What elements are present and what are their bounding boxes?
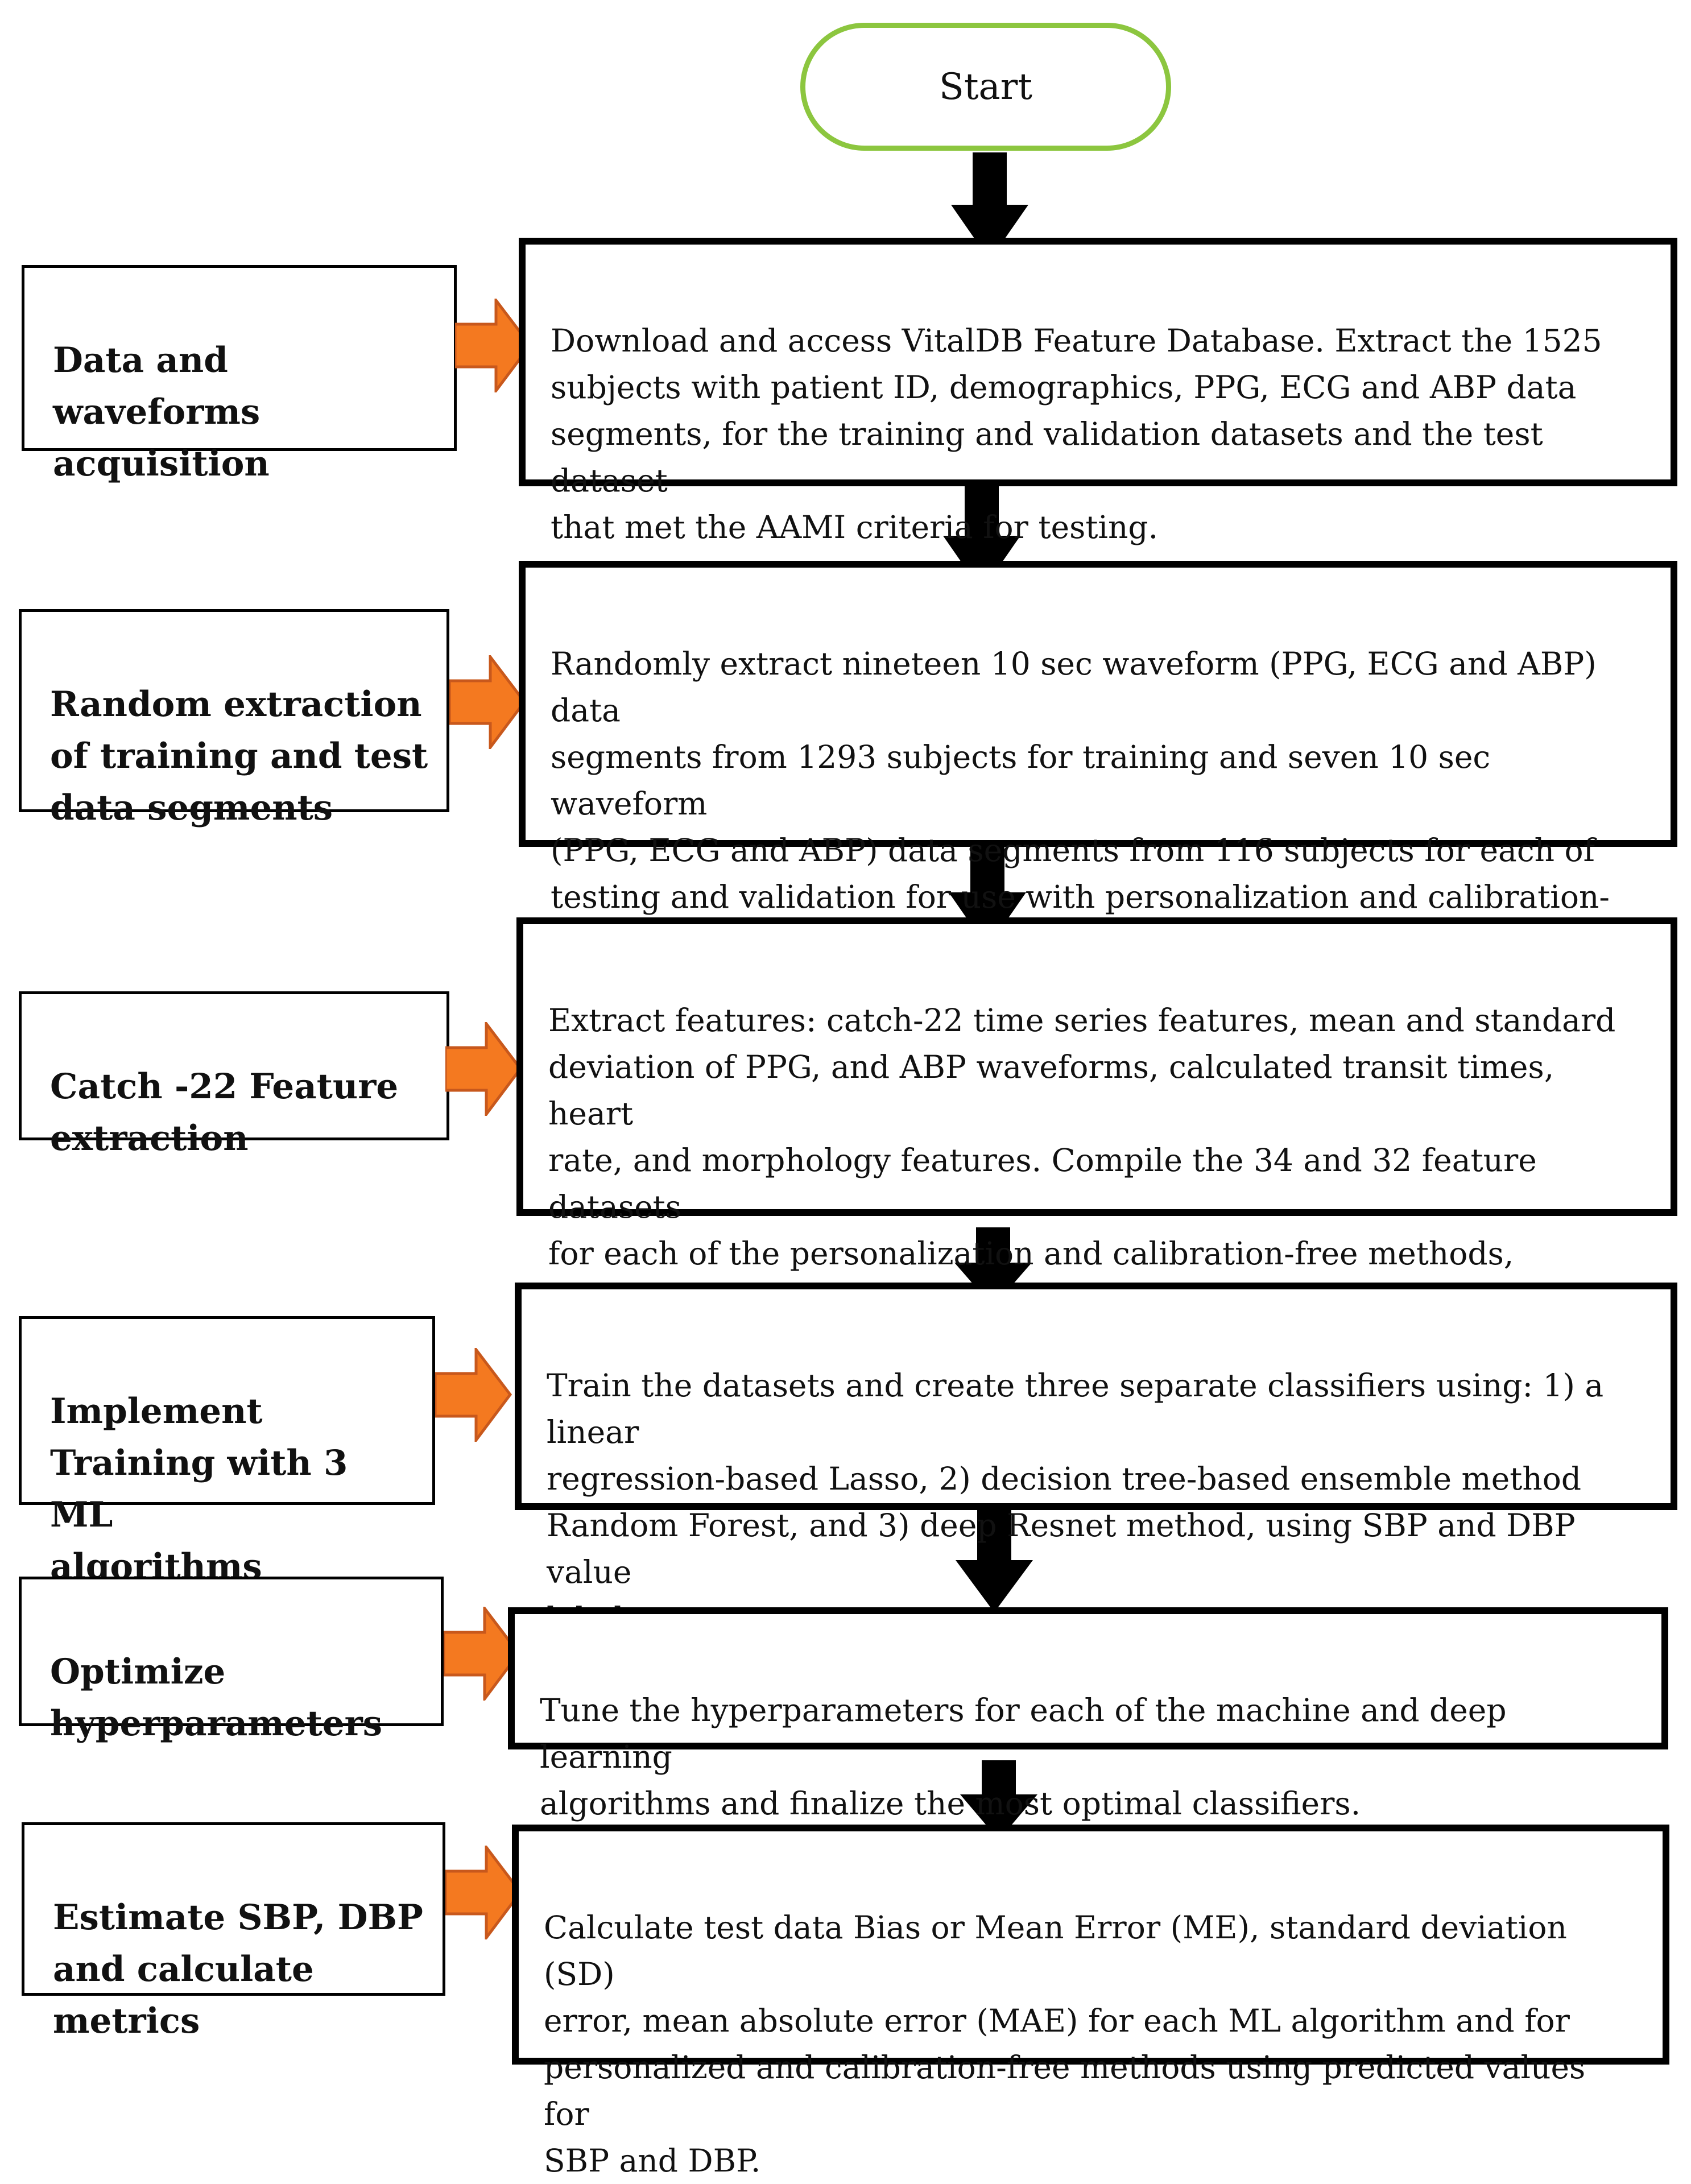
side-arrow-6 (445, 1846, 522, 1939)
step-3-label-box: Catch -22 Feature extraction (19, 991, 449, 1159)
step-4-label: Implement Training with 3 ML algorithms (50, 1391, 348, 1587)
side-arrow-3 (445, 1022, 522, 1116)
step-2-label-box: Random extraction of training and test d… (19, 609, 449, 828)
flow-arrow-down-5 (956, 1510, 1033, 1612)
step-1-label-box: Data and waveforms acquisition (22, 265, 457, 484)
step-1-label: Data and waveforms acquisition (53, 340, 270, 484)
step-2-label: Random extraction of training and test d… (50, 684, 428, 828)
start-terminal: Start (800, 23, 1171, 151)
flow-arrow-down-4 (954, 1227, 1032, 1307)
flow-arrow-down-1 (951, 152, 1028, 260)
step-4-process-box: Train the datasets and create three sepa… (515, 1283, 1677, 1637)
step-3-description: Extract features: catch-22 time series f… (548, 1002, 1616, 1318)
side-arrow-1 (455, 299, 532, 392)
step-1-description: Download and access VitalDB Feature Data… (551, 322, 1602, 545)
flow-arrow-down-2 (943, 483, 1020, 592)
step-3-process-box: Extract features: catch-22 time series f… (516, 917, 1677, 1318)
step-2-process-box: Randomly extract nineteen 10 sec wavefor… (519, 561, 1677, 1008)
step-6-label: Estimate SBP, DBP and calculate metrics (53, 1897, 423, 2041)
flow-arrow-down-3 (949, 840, 1026, 948)
side-arrow-5 (444, 1607, 520, 1701)
step-6-process-box: Calculate test data Bias or Mean Error (… (512, 1825, 1669, 2179)
step-4-label-box: Implement Training with 3 ML algorithms (19, 1316, 435, 1587)
step-5-process-box: Tune the hyperparameters for each of the… (508, 1607, 1668, 1822)
side-arrow-4 (435, 1348, 512, 1442)
step-5-description: Tune the hyperparameters for each of the… (540, 1692, 1507, 1822)
step-5-label: Optimize hyperparameters (50, 1652, 383, 1744)
step-3-label: Catch -22 Feature extraction (50, 1066, 399, 1159)
step-1-process-box: Download and access VitalDB Feature Data… (519, 238, 1677, 545)
start-label: Start (938, 65, 1033, 108)
step-5-label-box: Optimize hyperparameters (19, 1577, 444, 1744)
side-arrow-2 (449, 655, 526, 749)
step-6-label-box: Estimate SBP, DBP and calculate metrics (22, 1822, 445, 2041)
step-4-description: Train the datasets and create three sepa… (547, 1367, 1604, 1637)
step-6-description: Calculate test data Bias or Mean Error (… (544, 1909, 1586, 2179)
flow-arrow-down-6 (960, 1760, 1037, 1840)
